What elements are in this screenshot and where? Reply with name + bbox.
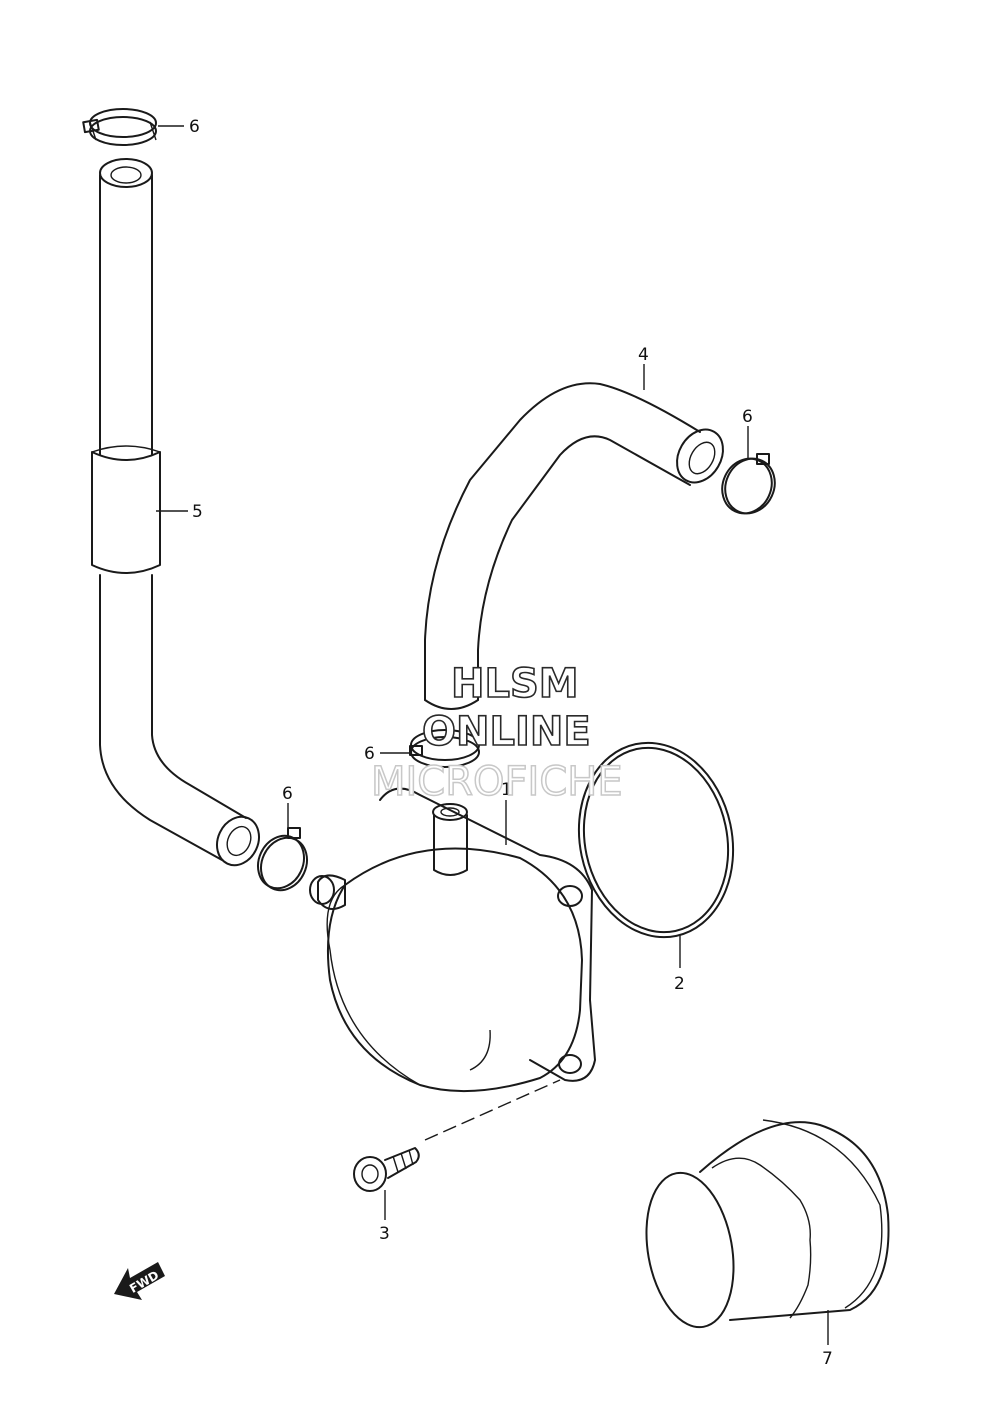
callout-leaders [156, 125, 829, 1345]
oil-filter-7[interactable] [635, 1119, 890, 1334]
hose-4[interactable] [424, 382, 732, 710]
callout-3: 3 [379, 1224, 390, 1244]
callout-5: 5 [192, 502, 203, 522]
hose-5[interactable] [91, 158, 267, 872]
clamp-6-right[interactable] [713, 450, 783, 521]
oil-cooler-1[interactable] [309, 787, 596, 1093]
o-ring-2[interactable] [561, 728, 750, 951]
callout-6-lower: 6 [282, 784, 293, 804]
watermark-line-1: HLSM [451, 661, 579, 707]
fwd-arrow-icon: FWD [114, 1262, 165, 1300]
watermark: HLSM ONLINE MICROFICHE [370, 660, 623, 806]
callout-6-middle: 6 [364, 744, 375, 764]
watermark-line-3: MICROFICHE [371, 759, 623, 805]
callout-6-right: 6 [742, 407, 753, 427]
clamp-6-middle[interactable] [409, 729, 480, 768]
callout-6-top: 6 [189, 117, 200, 137]
callout-1: 1 [501, 780, 512, 800]
bolt-3[interactable] [353, 1079, 561, 1192]
callout-7: 7 [822, 1349, 833, 1369]
callout-4: 4 [638, 345, 649, 365]
clamp-6-lower[interactable] [250, 827, 316, 898]
callout-2: 2 [674, 974, 685, 994]
watermark-line-2: ONLINE [422, 709, 591, 755]
clamp-6-top[interactable] [82, 108, 157, 146]
